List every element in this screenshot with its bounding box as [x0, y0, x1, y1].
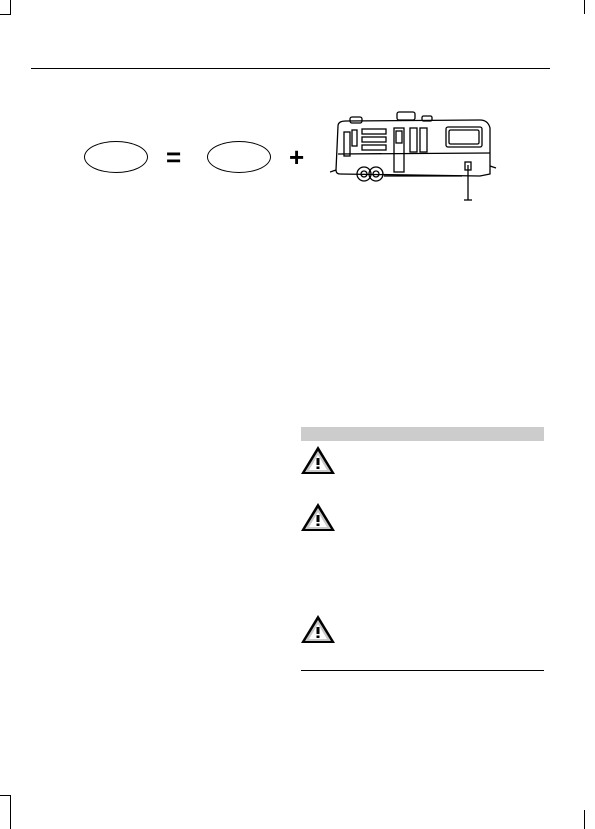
plus-sign: + [289, 142, 305, 172]
crop-mark-bottom-left-v [10, 795, 11, 829]
section-end-rule [301, 670, 544, 671]
crop-mark-bottom-right [584, 810, 585, 829]
warning-triangle-icon [301, 503, 335, 531]
crop-mark-top-left-v [10, 0, 11, 14]
crop-mark-top-left-h [0, 14, 11, 15]
header-rule [31, 68, 550, 69]
warning-triangle-icon [301, 446, 335, 474]
section-heading-bar [301, 427, 544, 441]
equals-sign: = [166, 142, 182, 172]
crop-mark-bottom-left-h [0, 795, 11, 796]
travel-trailer-icon [330, 111, 497, 201]
crop-mark-top-right [584, 0, 585, 14]
equation-oval-right [207, 141, 271, 173]
equation-oval-left [84, 141, 148, 173]
warning-triangle-icon [301, 615, 335, 643]
